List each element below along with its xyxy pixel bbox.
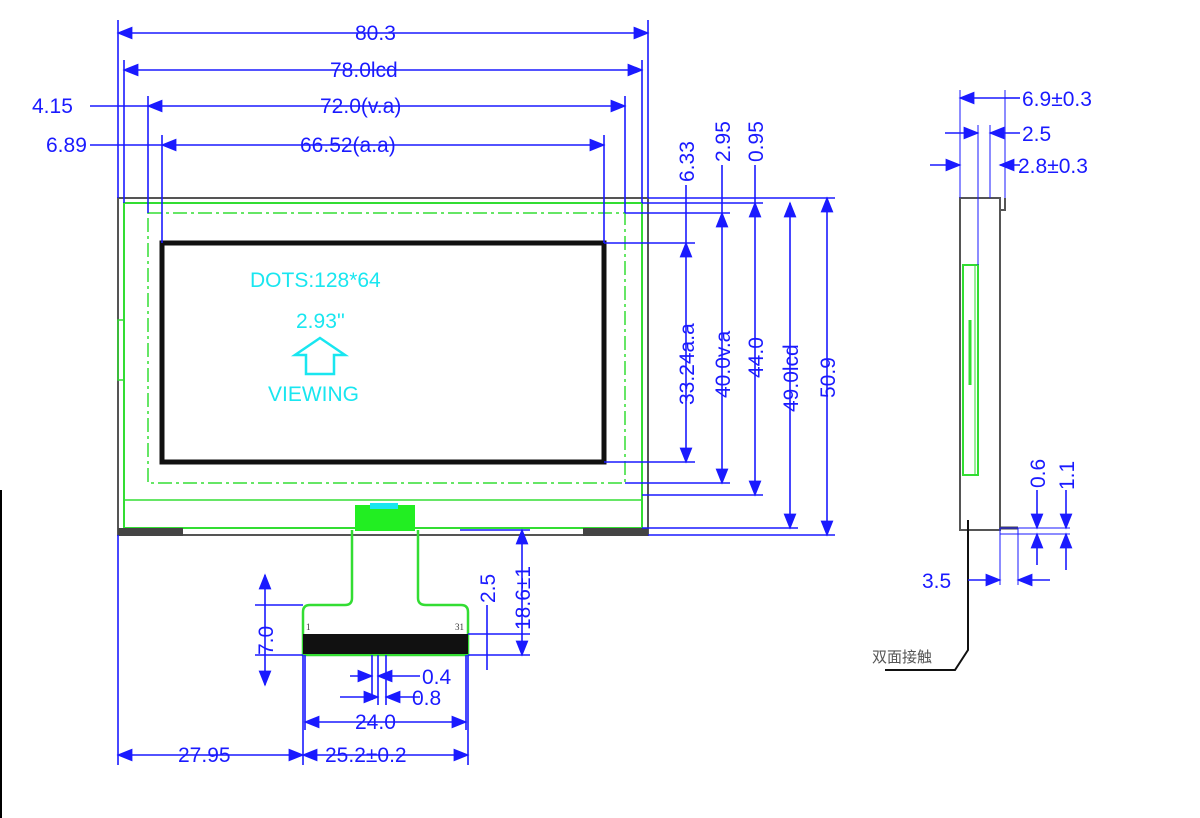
screen-dots-label: DOTS:128*64	[250, 269, 381, 292]
dim-height-lcd: 49.0lcd	[780, 344, 803, 412]
dim-stiffener: 2.5	[477, 574, 500, 603]
dim-width-va: 72.0(v.a)	[320, 95, 401, 118]
dim-fpc-gap: 1.1	[1056, 461, 1079, 490]
active-area-outline	[159, 240, 607, 465]
lcd-outline	[123, 202, 643, 529]
viewing-label: VIEWING	[268, 383, 359, 406]
front-view: DOTS:128*64 2.93'' VIEWING	[117, 197, 649, 536]
dim-offset-aa-top: 6.33	[676, 141, 699, 182]
dim-pin-width: 0.4	[422, 666, 452, 689]
dim-tail-height: 7.0	[255, 626, 278, 655]
dim-thickness-total: 6.9±0.3	[1022, 88, 1092, 111]
side-view: 双面接触 6.9±0.3 2.5 2.8±0.3 0.6 1.1 3.5	[872, 88, 1092, 671]
fpc-cable: 1 31	[301, 503, 470, 657]
pin-last-label: 31	[455, 622, 464, 632]
dim-offset-lcd-top: 0.95	[745, 121, 768, 162]
dim-fpc-length: 18.6±1	[512, 566, 535, 630]
dim-height-va: 40.0v.a	[712, 330, 735, 398]
dim-offset-aa-left: 6.89	[46, 134, 87, 157]
dim-thickness-glass: 2.5	[1022, 123, 1051, 146]
viewing-direction-arrow-icon	[290, 336, 350, 376]
dim-thickness-back: 2.8±0.3	[1018, 155, 1088, 178]
dim-width-lcd: 78.0lcd	[330, 59, 398, 82]
leader-line	[885, 520, 969, 671]
dim-height-total: 50.9	[817, 357, 840, 398]
dim-fpc-thickness: 0.6	[1027, 459, 1050, 488]
dim-width-total: 80.3	[355, 22, 396, 45]
fpc-pins	[303, 634, 468, 654]
pin-first-label: 1	[306, 622, 311, 632]
screen-size-label: 2.93''	[296, 310, 345, 333]
dim-pin-span: 24.0	[355, 711, 396, 734]
dim-height-44: 44.0	[745, 337, 768, 378]
fpc-connector	[355, 505, 415, 531]
dimension-lines	[90, 26, 834, 762]
dim-left-offset: 27.95	[178, 744, 231, 767]
dimension-labels: 80.3 78.0lcd 72.0(v.a) 66.52(a.a) 4.15 6…	[32, 22, 840, 767]
dim-pin-pitch: 0.8	[412, 687, 441, 710]
viewing-area-outline	[147, 212, 626, 484]
dim-height-aa: 33.24a.a	[676, 323, 699, 405]
dim-offset-va-top: 2.95	[712, 121, 735, 162]
dim-offset-va-left: 4.15	[32, 95, 73, 118]
dim-tail-width: 25.2±0.2	[325, 744, 407, 767]
module-outline	[117, 197, 649, 536]
dim-bend: 3.5	[922, 570, 951, 593]
mount-tab-left	[118, 528, 183, 536]
dim-width-aa: 66.52(a.a)	[300, 134, 396, 157]
mount-tab-right	[583, 528, 648, 536]
double-sided-contact-note: 双面接触	[872, 648, 932, 666]
extension-lines	[117, 20, 835, 765]
